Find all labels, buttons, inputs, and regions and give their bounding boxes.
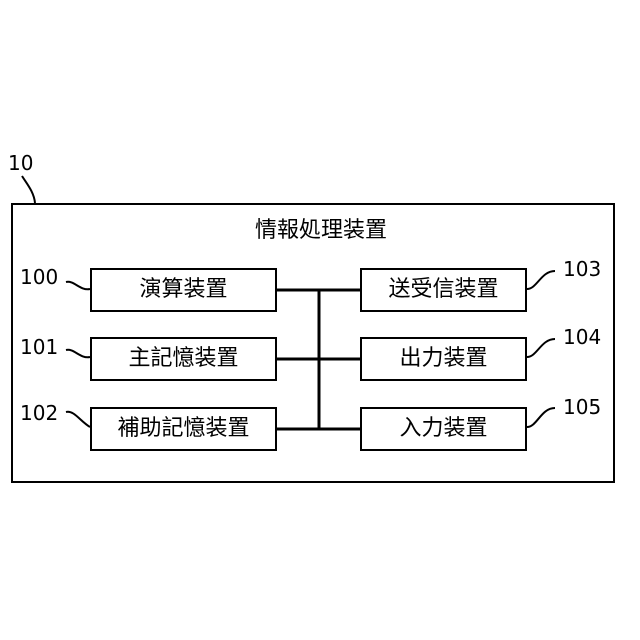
- auxiliary-storage-label: 補助記憶装置: [117, 418, 249, 440]
- leader-line-101: [66, 350, 90, 357]
- leader-line-100: [66, 282, 90, 289]
- ref-label-100: 100: [20, 266, 58, 288]
- ref-label-102: 102: [20, 402, 58, 424]
- main-memory-box: 主記憶装置: [90, 337, 277, 381]
- ref-label-105: 105: [563, 396, 601, 418]
- output-device-label: 出力装置: [399, 348, 487, 370]
- input-device-box: 入力装置: [360, 407, 527, 451]
- arithmetic-unit-box: 演算装置: [90, 268, 277, 312]
- leader-line-104: [527, 339, 555, 357]
- output-device-box: 出力装置: [360, 337, 527, 381]
- arithmetic-unit-label: 演算装置: [139, 279, 227, 301]
- leader-line-10: [22, 176, 35, 203]
- auxiliary-storage-box: 補助記憶装置: [90, 407, 277, 451]
- transceiver-label: 送受信装置: [388, 279, 498, 301]
- main-memory-label: 主記憶装置: [128, 348, 238, 370]
- ref-label-104: 104: [563, 326, 601, 348]
- ref-label-101: 101: [20, 336, 58, 358]
- ref-label-103: 103: [563, 258, 601, 280]
- input-device-label: 入力装置: [399, 418, 487, 440]
- transceiver-box: 送受信装置: [360, 268, 527, 312]
- leader-line-102: [66, 412, 90, 427]
- leader-line-105: [527, 408, 555, 427]
- leader-line-103: [527, 271, 555, 289]
